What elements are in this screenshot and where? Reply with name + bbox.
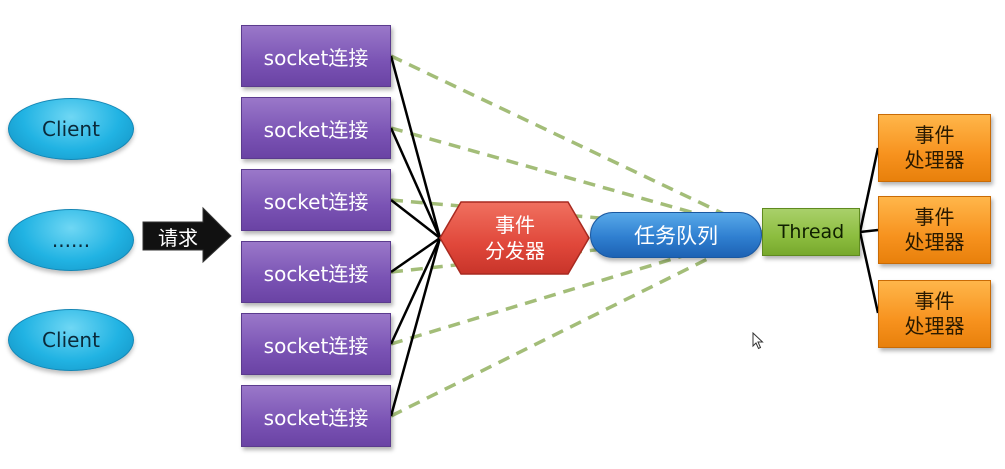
solid-link-5 xyxy=(389,237,442,345)
handler-link-3 xyxy=(858,231,880,314)
socket-label: socket连接 xyxy=(263,189,369,214)
request-label: 请求 xyxy=(158,226,198,250)
task-queue: 任务队列 xyxy=(590,212,762,258)
socket-connection: socket连接 xyxy=(241,241,391,303)
socket-label: socket连接 xyxy=(263,333,369,358)
socket-connection: socket连接 xyxy=(241,169,391,231)
task-queue-label: 任务队列 xyxy=(634,224,718,248)
event-handler: 事件 处理器 xyxy=(878,280,991,348)
event-handler-label: 事件 处理器 xyxy=(904,205,965,254)
solid-link-6 xyxy=(389,237,442,417)
socket-connection: socket连接 xyxy=(241,313,391,375)
socket-connection: socket连接 xyxy=(241,25,391,87)
client-node: Client xyxy=(8,309,134,371)
client-node: Client xyxy=(8,98,134,160)
client-label: ...... xyxy=(51,228,91,252)
socket-label: socket连接 xyxy=(263,261,369,286)
socket-label: socket连接 xyxy=(263,405,369,430)
socket-connection: socket连接 xyxy=(241,97,391,159)
event-handler-label: 事件 处理器 xyxy=(904,123,965,172)
event-handler-label: 事件 处理器 xyxy=(904,289,965,338)
solid-links xyxy=(389,55,880,417)
solid-link-1 xyxy=(389,55,442,239)
solid-link-3 xyxy=(390,199,441,239)
request-arrow-icon xyxy=(142,206,232,264)
thread-node: Thread xyxy=(762,208,860,256)
dashed-link-1 xyxy=(390,54,763,234)
dispatcher-hexagon xyxy=(439,201,590,275)
client-label: Client xyxy=(42,117,100,141)
mouse-pointer-icon xyxy=(752,332,764,350)
socket-label: socket连接 xyxy=(263,45,369,70)
dispatcher-label: 事件 分发器 xyxy=(485,213,545,263)
event-handler: 事件 处理器 xyxy=(878,114,991,182)
dashed-link-6 xyxy=(390,230,763,418)
solid-link-2 xyxy=(389,127,442,239)
event-handler: 事件 处理器 xyxy=(878,196,991,264)
client-node-ellipsis: ...... xyxy=(8,209,134,271)
handler-link-1 xyxy=(858,147,880,233)
socket-connection: socket连接 xyxy=(241,385,391,447)
socket-label: socket连接 xyxy=(263,117,369,142)
solid-link-4 xyxy=(390,236,441,274)
thread-label: Thread xyxy=(777,221,845,243)
handler-link-2 xyxy=(859,228,879,234)
client-label: Client xyxy=(42,328,100,352)
